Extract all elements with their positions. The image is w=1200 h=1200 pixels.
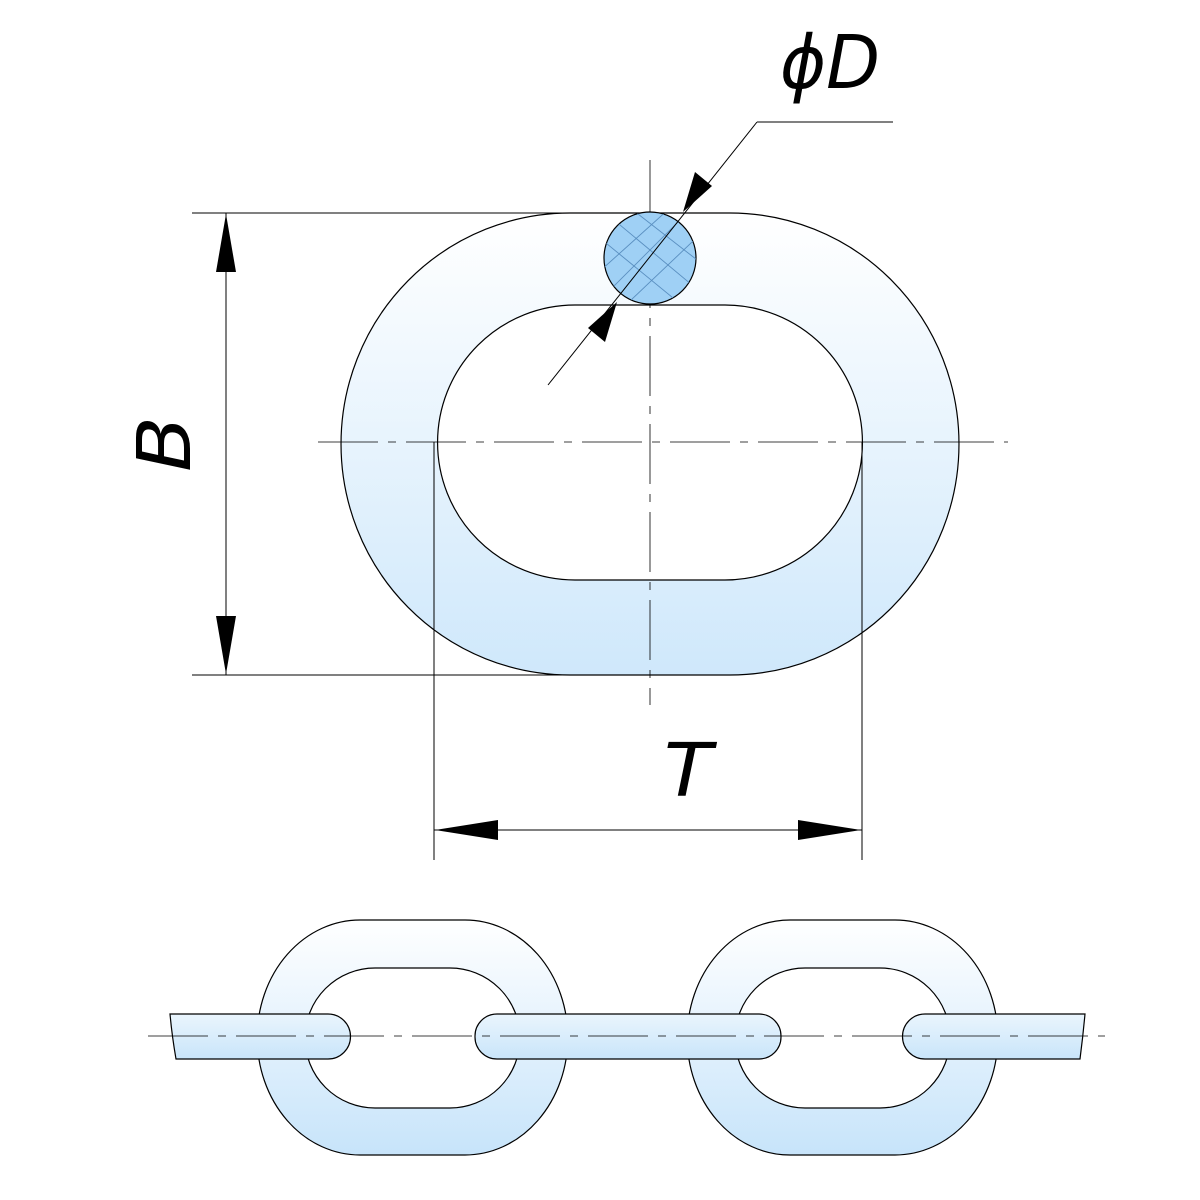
diameter-dimension <box>547 121 893 386</box>
chain <box>148 919 1105 1156</box>
width-label: B <box>122 416 208 472</box>
diameter-label: ϕD <box>780 20 880 106</box>
chain-bar-right <box>901 1013 1086 1060</box>
chain-bar-middle <box>474 1013 782 1060</box>
main-link-ring <box>340 212 960 676</box>
chain-bar-left <box>169 1013 352 1060</box>
main-link <box>340 212 960 676</box>
width-dimension <box>192 212 570 676</box>
pitch-dimension <box>433 442 863 860</box>
chain-link-right <box>686 919 999 1156</box>
pitch-label: T <box>664 728 718 814</box>
chain-link-left <box>256 919 569 1156</box>
